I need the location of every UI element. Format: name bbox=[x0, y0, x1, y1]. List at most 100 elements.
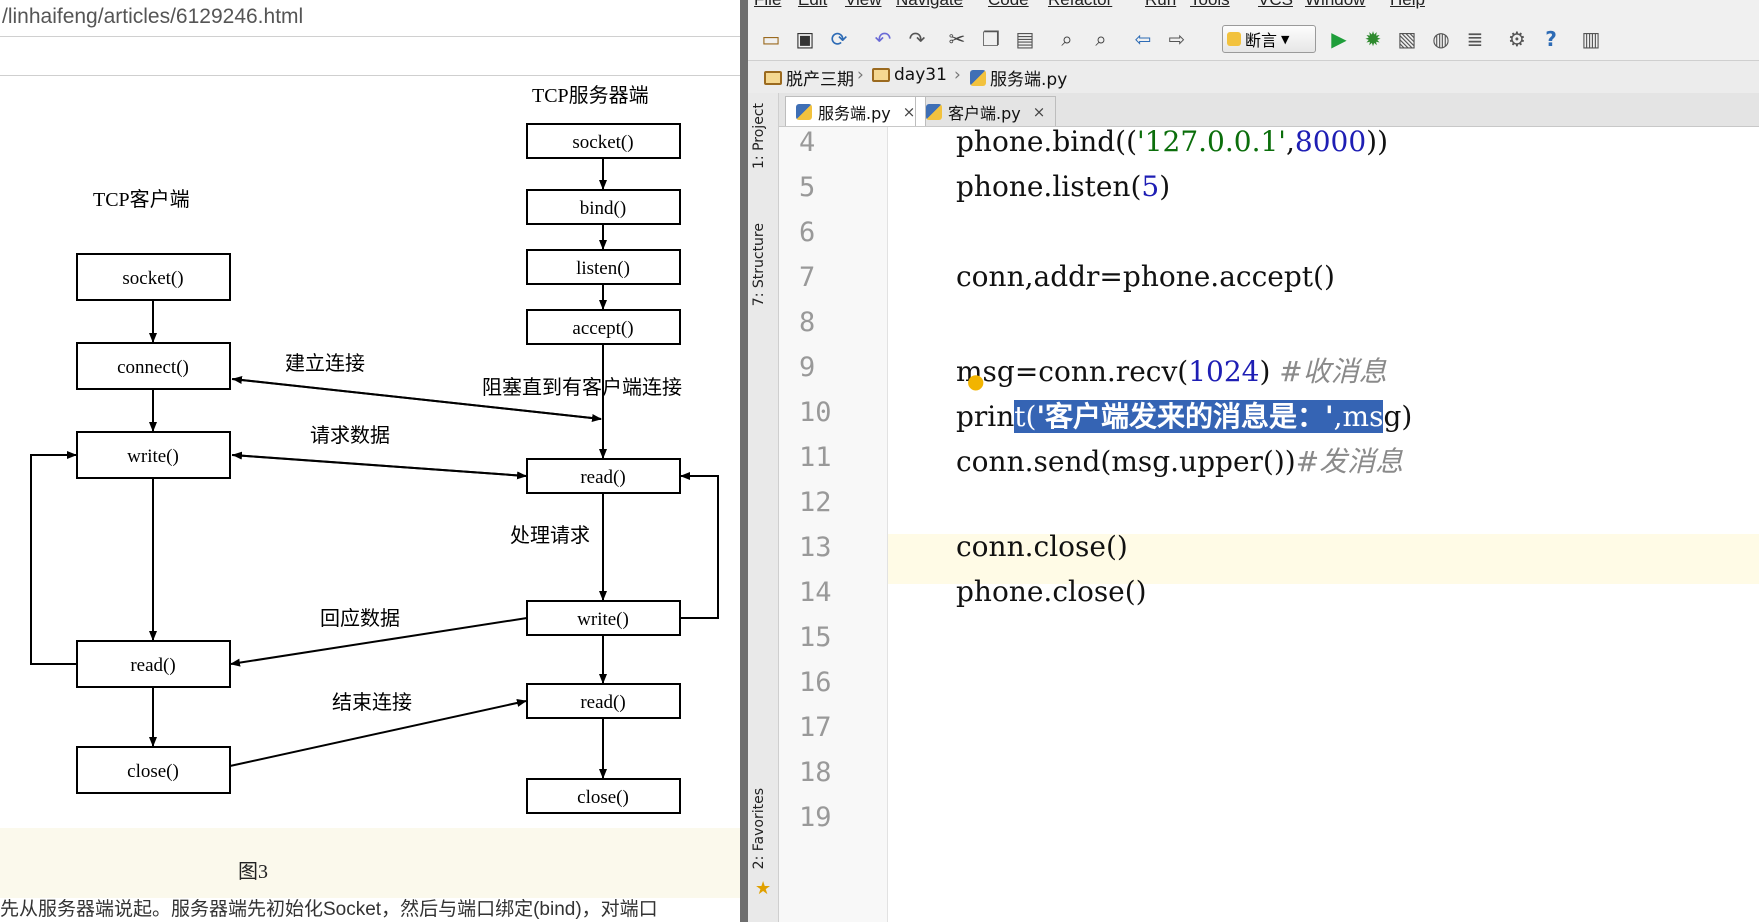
sdk-icon[interactable]: ▥ bbox=[1581, 27, 1601, 51]
code-line-9: msg=conn.recv(1024) #收消息 bbox=[956, 355, 1387, 388]
menu-view[interactable]: View bbox=[845, 0, 882, 10]
server-listen-box: listen() bbox=[526, 249, 681, 285]
line-number-gutter: 4 5 6 7 8 9 10 11 12 13 14 15 16 17 18 1… bbox=[779, 127, 888, 922]
current-line-highlight bbox=[779, 534, 1759, 584]
redo-icon[interactable]: ↷ bbox=[908, 27, 926, 51]
svg-text:accept(): accept() bbox=[572, 318, 633, 339]
server-accept-box: accept() bbox=[526, 309, 681, 345]
menu-vcs[interactable]: VCS bbox=[1258, 0, 1293, 10]
toolbar: ▭ ▣ ⟳ ↶ ↷ ✂ ❐ ▤ ⌕ ⌕ ⇦ ⇨ 断言 ▼ ▶ ✹ ▧ ◍ ≣ ⚙… bbox=[748, 20, 1759, 60]
run-config-dropdown[interactable]: 断言 ▼ bbox=[1222, 25, 1316, 53]
line-number: 7 bbox=[799, 262, 816, 293]
breadcrumb-folder[interactable]: day31 bbox=[872, 65, 947, 85]
help-icon[interactable]: ? bbox=[1545, 27, 1557, 51]
copy-icon[interactable]: ❐ bbox=[982, 27, 1000, 51]
server-bind-box: bind() bbox=[526, 189, 681, 225]
run-icon[interactable]: ▶ bbox=[1331, 27, 1347, 51]
find-icon[interactable]: ⌕ bbox=[1061, 27, 1073, 51]
label-process: 处理请求 bbox=[510, 524, 590, 547]
favorites-tool-tab[interactable]: 2: Favorites bbox=[751, 788, 767, 870]
tab-server-file[interactable]: 服务端.py × bbox=[785, 96, 927, 126]
code-editor[interactable]: 4 5 6 7 8 9 10 11 12 13 14 15 16 17 18 1… bbox=[779, 125, 1759, 922]
browser-pane: /linhaifeng/articles/6129246.html TCP服务器… bbox=[0, 0, 740, 922]
save-icon[interactable]: ▣ bbox=[795, 27, 815, 51]
menu-help[interactable]: Help bbox=[1390, 0, 1425, 10]
cut-icon[interactable]: ✂ bbox=[948, 27, 966, 51]
svg-text:read(): read() bbox=[580, 467, 625, 488]
folder-icon bbox=[764, 70, 782, 85]
server-title: TCP服务器端 bbox=[532, 84, 649, 107]
client-read-box: read() bbox=[76, 640, 231, 688]
menu-tools[interactable]: Tools bbox=[1190, 0, 1230, 10]
server-read-box: read() bbox=[526, 458, 681, 494]
address-bar[interactable]: /linhaifeng/articles/6129246.html bbox=[0, 0, 740, 37]
line-number: 13 bbox=[799, 532, 832, 563]
sync-icon[interactable]: ⟳ bbox=[830, 27, 848, 51]
forward-icon[interactable]: ⇨ bbox=[1168, 27, 1186, 51]
line-number: 6 bbox=[799, 217, 816, 248]
line-number: 4 bbox=[799, 127, 816, 158]
close-icon[interactable]: × bbox=[902, 102, 916, 121]
python-file-icon bbox=[796, 103, 812, 120]
folder-icon bbox=[872, 68, 890, 82]
ide-window: File Edit View Navigate Code Refactor Ru… bbox=[748, 0, 1759, 922]
label-request: 请求数据 bbox=[310, 424, 390, 447]
window-divider bbox=[740, 0, 748, 922]
client-socket-box: socket() bbox=[76, 253, 231, 301]
cross-arrows bbox=[229, 375, 602, 767]
menu-run[interactable]: Run bbox=[1145, 0, 1176, 10]
line-number: 14 bbox=[799, 577, 832, 608]
python-file-icon bbox=[926, 103, 942, 120]
paste-icon[interactable]: ▤ bbox=[1015, 27, 1035, 51]
figure-caption: 图3 bbox=[238, 861, 268, 883]
divider-line bbox=[0, 75, 740, 76]
svg-text:bind(): bind() bbox=[580, 198, 626, 219]
profile-icon[interactable]: ◍ bbox=[1432, 27, 1450, 51]
article-text: 先从服务器端说起。服务器端先初始化Socket，然后与端口绑定(bind)，对端… bbox=[0, 899, 658, 920]
menu-edit[interactable]: Edit bbox=[798, 0, 827, 10]
line-number: 16 bbox=[799, 667, 832, 698]
open-folder-icon[interactable]: ▭ bbox=[761, 27, 781, 51]
menu-window[interactable]: Window bbox=[1305, 0, 1365, 10]
chevron-right-icon: › bbox=[857, 65, 864, 85]
client-write-box: write() bbox=[76, 431, 231, 479]
line-number: 18 bbox=[799, 757, 832, 788]
structure-tool-tab[interactable]: 7: Structure bbox=[751, 223, 767, 307]
svg-text:socket(): socket() bbox=[122, 268, 183, 289]
undo-icon[interactable]: ↶ bbox=[874, 27, 892, 51]
close-icon[interactable]: × bbox=[1032, 102, 1046, 121]
client-flow-arrows bbox=[30, 300, 157, 747]
code-line-10: print('客户端发来的消息是：',msg) bbox=[956, 400, 1413, 433]
code-line-5: phone.listen(5) bbox=[956, 170, 1171, 203]
line-number: 15 bbox=[799, 622, 832, 653]
server-flow-arrows bbox=[599, 158, 719, 779]
settings-icon[interactable]: ⚙ bbox=[1508, 27, 1526, 51]
svg-text:write(): write() bbox=[127, 446, 179, 467]
breadcrumb-file[interactable]: 服务端.py bbox=[970, 65, 1067, 90]
lightbulb-icon[interactable]: ● bbox=[967, 369, 985, 393]
line-number: 5 bbox=[799, 172, 816, 203]
code-line-7: conn,addr=phone.accept() bbox=[956, 260, 1335, 293]
server-read2-box: read() bbox=[526, 683, 681, 719]
server-close-box: close() bbox=[526, 778, 681, 814]
menu-bar: File Edit View Navigate Code Refactor Ru… bbox=[748, 0, 1759, 10]
debug-icon[interactable]: ✹ bbox=[1364, 27, 1382, 51]
code-line-11: conn.send(msg.upper())#发消息 bbox=[956, 445, 1404, 478]
line-number: 11 bbox=[799, 442, 832, 473]
line-number: 19 bbox=[799, 802, 832, 833]
tab-client-file[interactable]: 客户端.py × bbox=[915, 96, 1057, 126]
menu-file[interactable]: File bbox=[754, 0, 781, 10]
line-number: 17 bbox=[799, 712, 832, 743]
replace-icon[interactable]: ⌕ bbox=[1095, 27, 1107, 51]
menu-navigate[interactable]: Navigate bbox=[896, 0, 963, 10]
project-tool-tab[interactable]: 1: Project bbox=[751, 103, 767, 169]
menu-refactor[interactable]: Refactor bbox=[1048, 0, 1112, 10]
svg-text:listen(): listen() bbox=[576, 258, 630, 279]
menu-code[interactable]: Code bbox=[988, 0, 1029, 10]
run-config-label: 断言 bbox=[1245, 31, 1278, 50]
coverage-icon[interactable]: ▧ bbox=[1397, 27, 1417, 51]
server-socket-box: socket() bbox=[526, 123, 681, 159]
back-icon[interactable]: ⇦ bbox=[1134, 27, 1152, 51]
concurrency-icon[interactable]: ≣ bbox=[1466, 27, 1484, 51]
breadcrumb-project[interactable]: 脱产三期 bbox=[764, 65, 854, 90]
